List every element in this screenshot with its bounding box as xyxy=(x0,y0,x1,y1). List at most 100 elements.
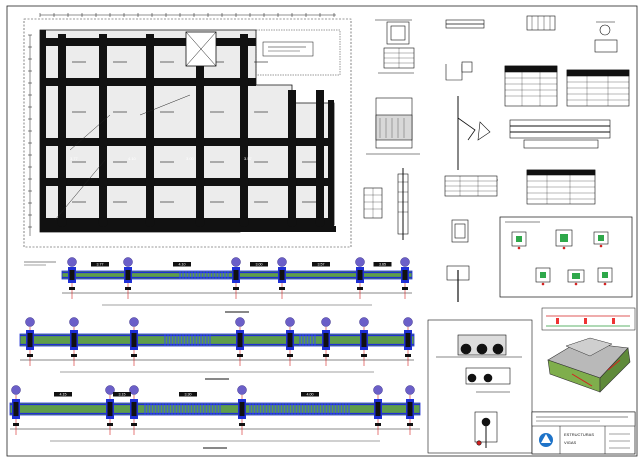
axis-marker xyxy=(403,317,413,327)
axis-marker xyxy=(67,257,77,267)
span-label: 3.00 xyxy=(256,262,263,266)
plan-beam-h xyxy=(44,178,330,186)
span-label: 4.10 xyxy=(179,262,186,266)
support-column-core xyxy=(233,270,239,280)
plan-column xyxy=(195,217,205,227)
plan-beam-v xyxy=(240,34,248,228)
plan-column xyxy=(239,137,249,147)
plan-beam-v xyxy=(196,34,204,228)
axis-marker xyxy=(359,317,369,327)
axis-marker xyxy=(105,385,115,395)
plan-column xyxy=(57,37,67,47)
axis-marker xyxy=(373,385,383,395)
section-detail-box xyxy=(427,319,533,454)
plan-beam-h xyxy=(44,218,330,226)
support-column-core xyxy=(357,270,363,280)
support-column-core xyxy=(27,333,33,347)
support-dim-tag xyxy=(402,287,408,290)
plan-beam-v xyxy=(288,90,296,228)
plan-column xyxy=(287,177,297,187)
axis-marker xyxy=(277,257,287,267)
plan-span-label: 4.10 xyxy=(128,156,137,161)
plan-column xyxy=(315,177,325,187)
span-label: 3.77 xyxy=(97,262,104,266)
support-dim-tag xyxy=(131,354,137,357)
support-column-core xyxy=(407,402,413,416)
support-column-core xyxy=(131,402,137,416)
axis-marker xyxy=(129,385,139,395)
plan-column xyxy=(98,217,108,227)
axis-marker xyxy=(237,385,247,395)
span-tag xyxy=(250,262,268,267)
axis-marker xyxy=(405,385,415,395)
roof-3d-detail xyxy=(541,307,636,393)
axis-marker xyxy=(25,317,35,327)
title-line-2: VIGAS xyxy=(564,440,577,445)
plan-beam-v xyxy=(316,90,324,228)
span-tag xyxy=(173,262,191,267)
plan-span-label: 3.00 xyxy=(186,156,195,161)
connection-details-box xyxy=(499,216,633,298)
support-column-core xyxy=(13,402,19,416)
support-dim-tag xyxy=(361,354,367,357)
axis-marker xyxy=(69,317,79,327)
support-column-core xyxy=(287,333,293,347)
support-column-core xyxy=(375,402,381,416)
axis-marker xyxy=(123,257,133,267)
support-column-core xyxy=(361,333,367,347)
support-dim-tag xyxy=(323,354,329,357)
plan-column xyxy=(239,37,249,47)
plan-column xyxy=(98,37,108,47)
span-tag xyxy=(113,392,131,397)
plan-column xyxy=(57,77,67,87)
plan-beam-v xyxy=(146,34,154,228)
plan-beam-v xyxy=(99,34,107,228)
support-dim-tag xyxy=(405,354,411,357)
span-label: 3.30 xyxy=(185,392,192,396)
plan-column xyxy=(145,137,155,147)
support-dim-tag xyxy=(13,423,19,426)
axis-marker xyxy=(321,317,331,327)
plan-column xyxy=(239,77,249,87)
support-column-core xyxy=(405,333,411,347)
plan-column xyxy=(195,177,205,187)
title-line-1: ESTRUCTURAS xyxy=(564,432,594,437)
plan-column xyxy=(287,217,297,227)
span-label: 3.15 xyxy=(119,392,126,396)
span-tag xyxy=(373,262,392,267)
support-column-core xyxy=(69,270,75,280)
support-column-core xyxy=(131,333,137,347)
plan-column xyxy=(57,217,67,227)
support-dim-tag xyxy=(107,423,113,426)
plan-column xyxy=(315,137,325,147)
detail-sections xyxy=(363,15,630,302)
axis-marker xyxy=(11,385,21,395)
foundation-plan: 3.77 4.10 3.00 3.57 xyxy=(23,13,352,266)
support-column-core xyxy=(107,402,113,416)
plan-column xyxy=(239,217,249,227)
support-column-core xyxy=(323,333,329,347)
plan-column xyxy=(195,77,205,87)
plan-column xyxy=(145,177,155,187)
axis-marker xyxy=(231,257,241,267)
plan-column xyxy=(315,217,325,227)
span-label: 4.00 xyxy=(307,392,314,396)
plan-column xyxy=(98,177,108,187)
plan-column xyxy=(98,137,108,147)
span-label: 3.57 xyxy=(318,262,325,266)
axis-marker xyxy=(235,317,245,327)
support-dim-tag xyxy=(71,354,77,357)
support-dim-tag xyxy=(131,423,137,426)
axis-marker xyxy=(355,257,365,267)
plan-column xyxy=(145,217,155,227)
support-dim-tag xyxy=(239,423,245,426)
span-tag xyxy=(312,262,330,267)
plan-column xyxy=(57,137,67,147)
support-dim-tag xyxy=(233,287,239,290)
support-column-core xyxy=(279,270,285,280)
support-column-core xyxy=(237,333,243,347)
support-dim-tag xyxy=(237,354,243,357)
plan-beam-v xyxy=(58,34,66,228)
